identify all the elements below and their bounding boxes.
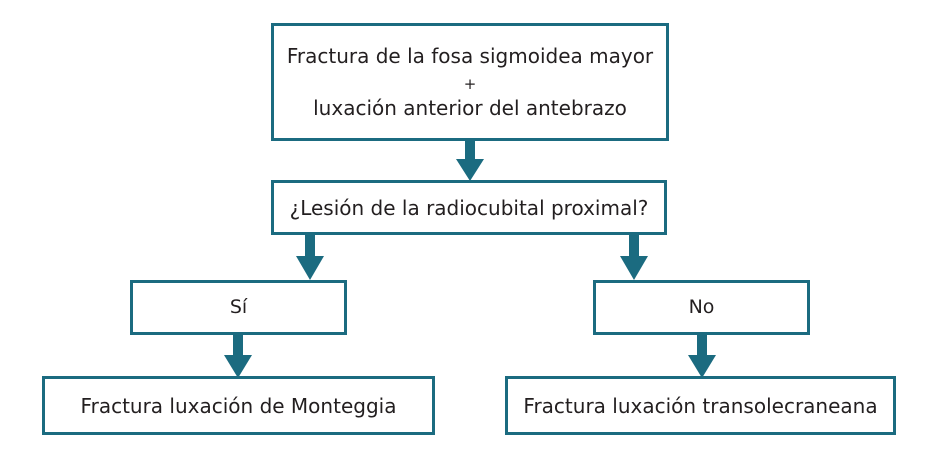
node-transolecraneana[interactable]: Fractura luxación transolecraneana (505, 376, 896, 435)
node-monteggia[interactable]: Fractura luxación de Monteggia (42, 376, 435, 435)
arrow-question-to-no (620, 233, 648, 280)
node-diagnosis-line-plus: + (463, 75, 477, 93)
node-diagnosis-line-3: luxación anterior del antebrazo (313, 96, 627, 120)
node-diagnosis-line-1: Fractura de la fosa sigmoidea mayor (286, 44, 654, 68)
arrow-diagnosis-to-question (456, 139, 484, 181)
node-diagnosis-text: Fractura de la fosa sigmoidea mayor + lu… (274, 43, 666, 121)
node-no[interactable]: No (593, 280, 810, 335)
arrow-yes-to-monteggia (224, 333, 252, 378)
node-monteggia-text: Fractura luxación de Monteggia (80, 393, 397, 418)
node-yes[interactable]: Sí (130, 280, 347, 335)
node-diagnosis[interactable]: Fractura de la fosa sigmoidea mayor + lu… (271, 23, 669, 141)
node-no-text: No (688, 296, 715, 319)
node-question[interactable]: ¿Lesión de la radiocubital proximal? (271, 180, 667, 235)
node-transolecraneana-text: Fractura luxación transolecraneana (523, 393, 878, 418)
node-yes-text: Sí (229, 296, 248, 319)
arrow-question-to-yes (296, 233, 324, 280)
arrow-no-to-transolecraneana (688, 333, 716, 378)
node-question-text: ¿Lesión de la radiocubital proximal? (289, 195, 649, 220)
